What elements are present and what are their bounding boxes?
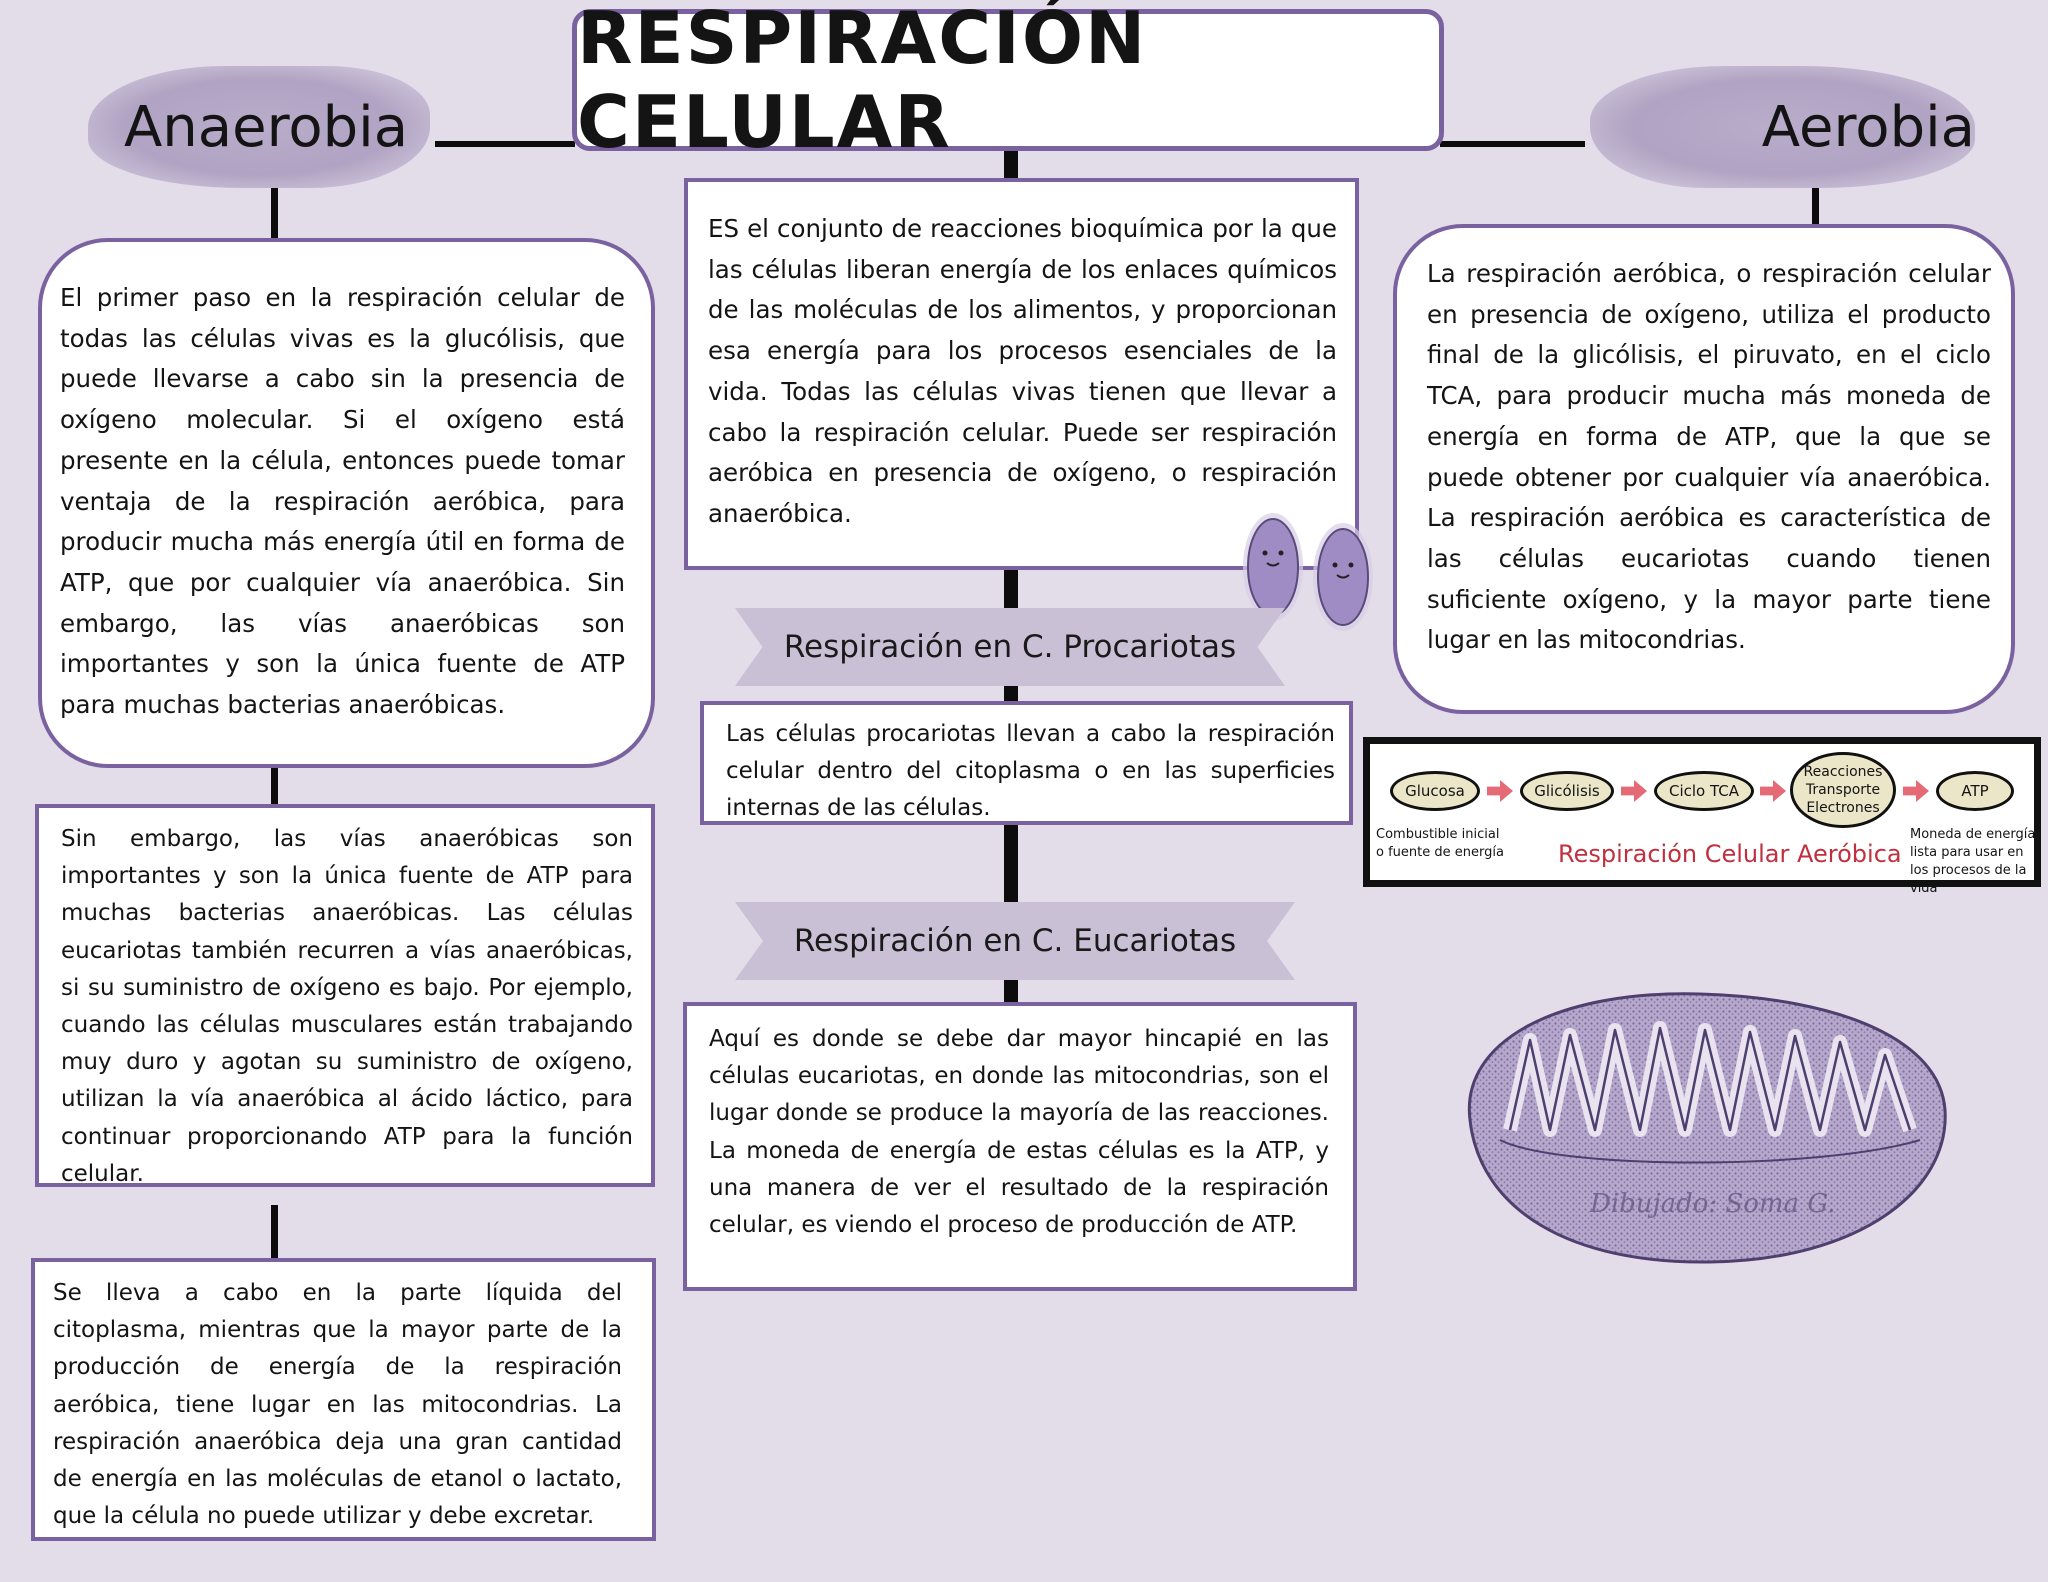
anaerobia-brush-background: Anaerobia (88, 66, 430, 188)
anaerobia-block-2: Sin embargo, las vías anaeróbicas son im… (35, 804, 655, 1187)
page-title: RESPIRACIÓN CELULAR (572, 9, 1444, 151)
flowchart-arrow-2 (1621, 780, 1647, 802)
procariotas-box: Las células procariotas llevan a cabo la… (700, 701, 1353, 825)
procariotas-ribbon: Respiración en C. Procariotas (735, 608, 1285, 686)
procariotas-text: Las células procariotas llevan a cabo la… (726, 716, 1335, 828)
connector-left-vertical-3 (271, 1205, 278, 1260)
mitochondria-illustration: Dibujado: Soma G. (1440, 980, 1960, 1280)
mitochondria-signature: Dibujado: Soma G. (1589, 1189, 1835, 1219)
flowchart-node-ciclo-tca: Ciclo TCA (1654, 771, 1754, 811)
connector-right-horizontal (1440, 141, 1585, 147)
flowchart-arrow-1 (1487, 780, 1513, 802)
flowchart-note-right: Moneda de energía lista para usar en los… (1910, 826, 2040, 898)
flowchart-note-left: Combustible inicial o fuente de energía (1376, 826, 1511, 862)
anaerobia-text-1: El primer paso en la respiración celular… (60, 278, 625, 726)
eucariotas-text: Aquí es donde se debe dar mayor hincapié… (709, 1021, 1329, 1244)
flowchart-node-glicolisis: Glicólisis (1520, 771, 1614, 811)
flowchart-arrow-4 (1903, 780, 1929, 802)
bacterium-2 (1313, 523, 1373, 631)
eucariotas-box: Aquí es donde se debe dar mayor hincapié… (683, 1002, 1357, 1291)
flowchart-arrow-3 (1760, 780, 1786, 802)
connector-left-vertical-1 (271, 182, 278, 240)
aerobia-heading: Aerobia (1590, 66, 2015, 188)
flowchart-node-atp: ATP (1936, 771, 2014, 811)
anaerobia-block-1: El primer paso en la respiración celular… (38, 238, 655, 768)
connector-left-vertical-2 (271, 768, 278, 805)
definition-text: ES el conjunto de reacciones bioquímica … (708, 209, 1337, 535)
anaerobia-block-3: Se lleva a cabo en la parte líquida del … (31, 1258, 656, 1541)
flowchart-figure: Glucosa Glicólisis Ciclo TCA Reacciones … (1363, 737, 2041, 887)
bacterium-1 (1243, 513, 1303, 621)
aerobia-text: La respiración aeróbica, o respiración c… (1427, 254, 1991, 661)
anaerobia-heading: Anaerobia (88, 66, 466, 188)
flowchart-node-glucosa: Glucosa (1390, 771, 1480, 811)
flowchart-caption: Respiración Celular Aeróbica (1558, 840, 1878, 868)
eucariotas-ribbon: Respiración en C. Eucariotas (735, 902, 1295, 980)
connector-right-vertical (1812, 185, 1819, 225)
anaerobia-text-3: Se lleva a cabo en la parte líquida del … (53, 1275, 622, 1535)
aerobia-brush-background: Aerobia (1590, 66, 1975, 188)
aerobia-block: La respiración aeróbica, o respiración c… (1393, 224, 2015, 714)
anaerobia-text-2: Sin embargo, las vías anaeróbicas son im… (61, 821, 633, 1193)
flowchart-node-transporte: Reacciones Transporte Electrones (1790, 752, 1896, 828)
